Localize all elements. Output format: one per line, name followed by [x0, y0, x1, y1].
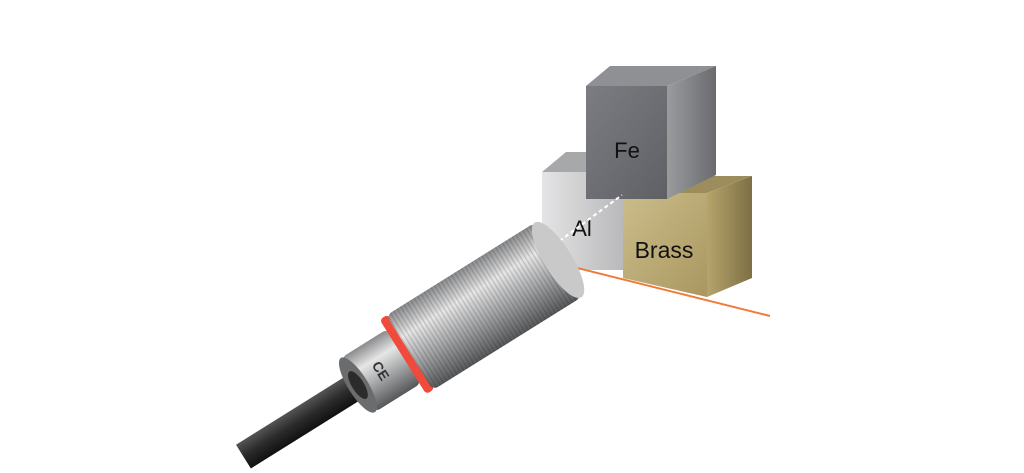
- brass-label: Brass: [635, 237, 694, 263]
- inductive-sensor: CE: [236, 221, 585, 469]
- iron-cube: Fe: [586, 66, 716, 199]
- al-label: Al: [572, 216, 592, 241]
- fe-label: Fe: [614, 138, 640, 163]
- indicator-ring: [381, 315, 434, 393]
- brass-cube: Brass: [623, 176, 752, 297]
